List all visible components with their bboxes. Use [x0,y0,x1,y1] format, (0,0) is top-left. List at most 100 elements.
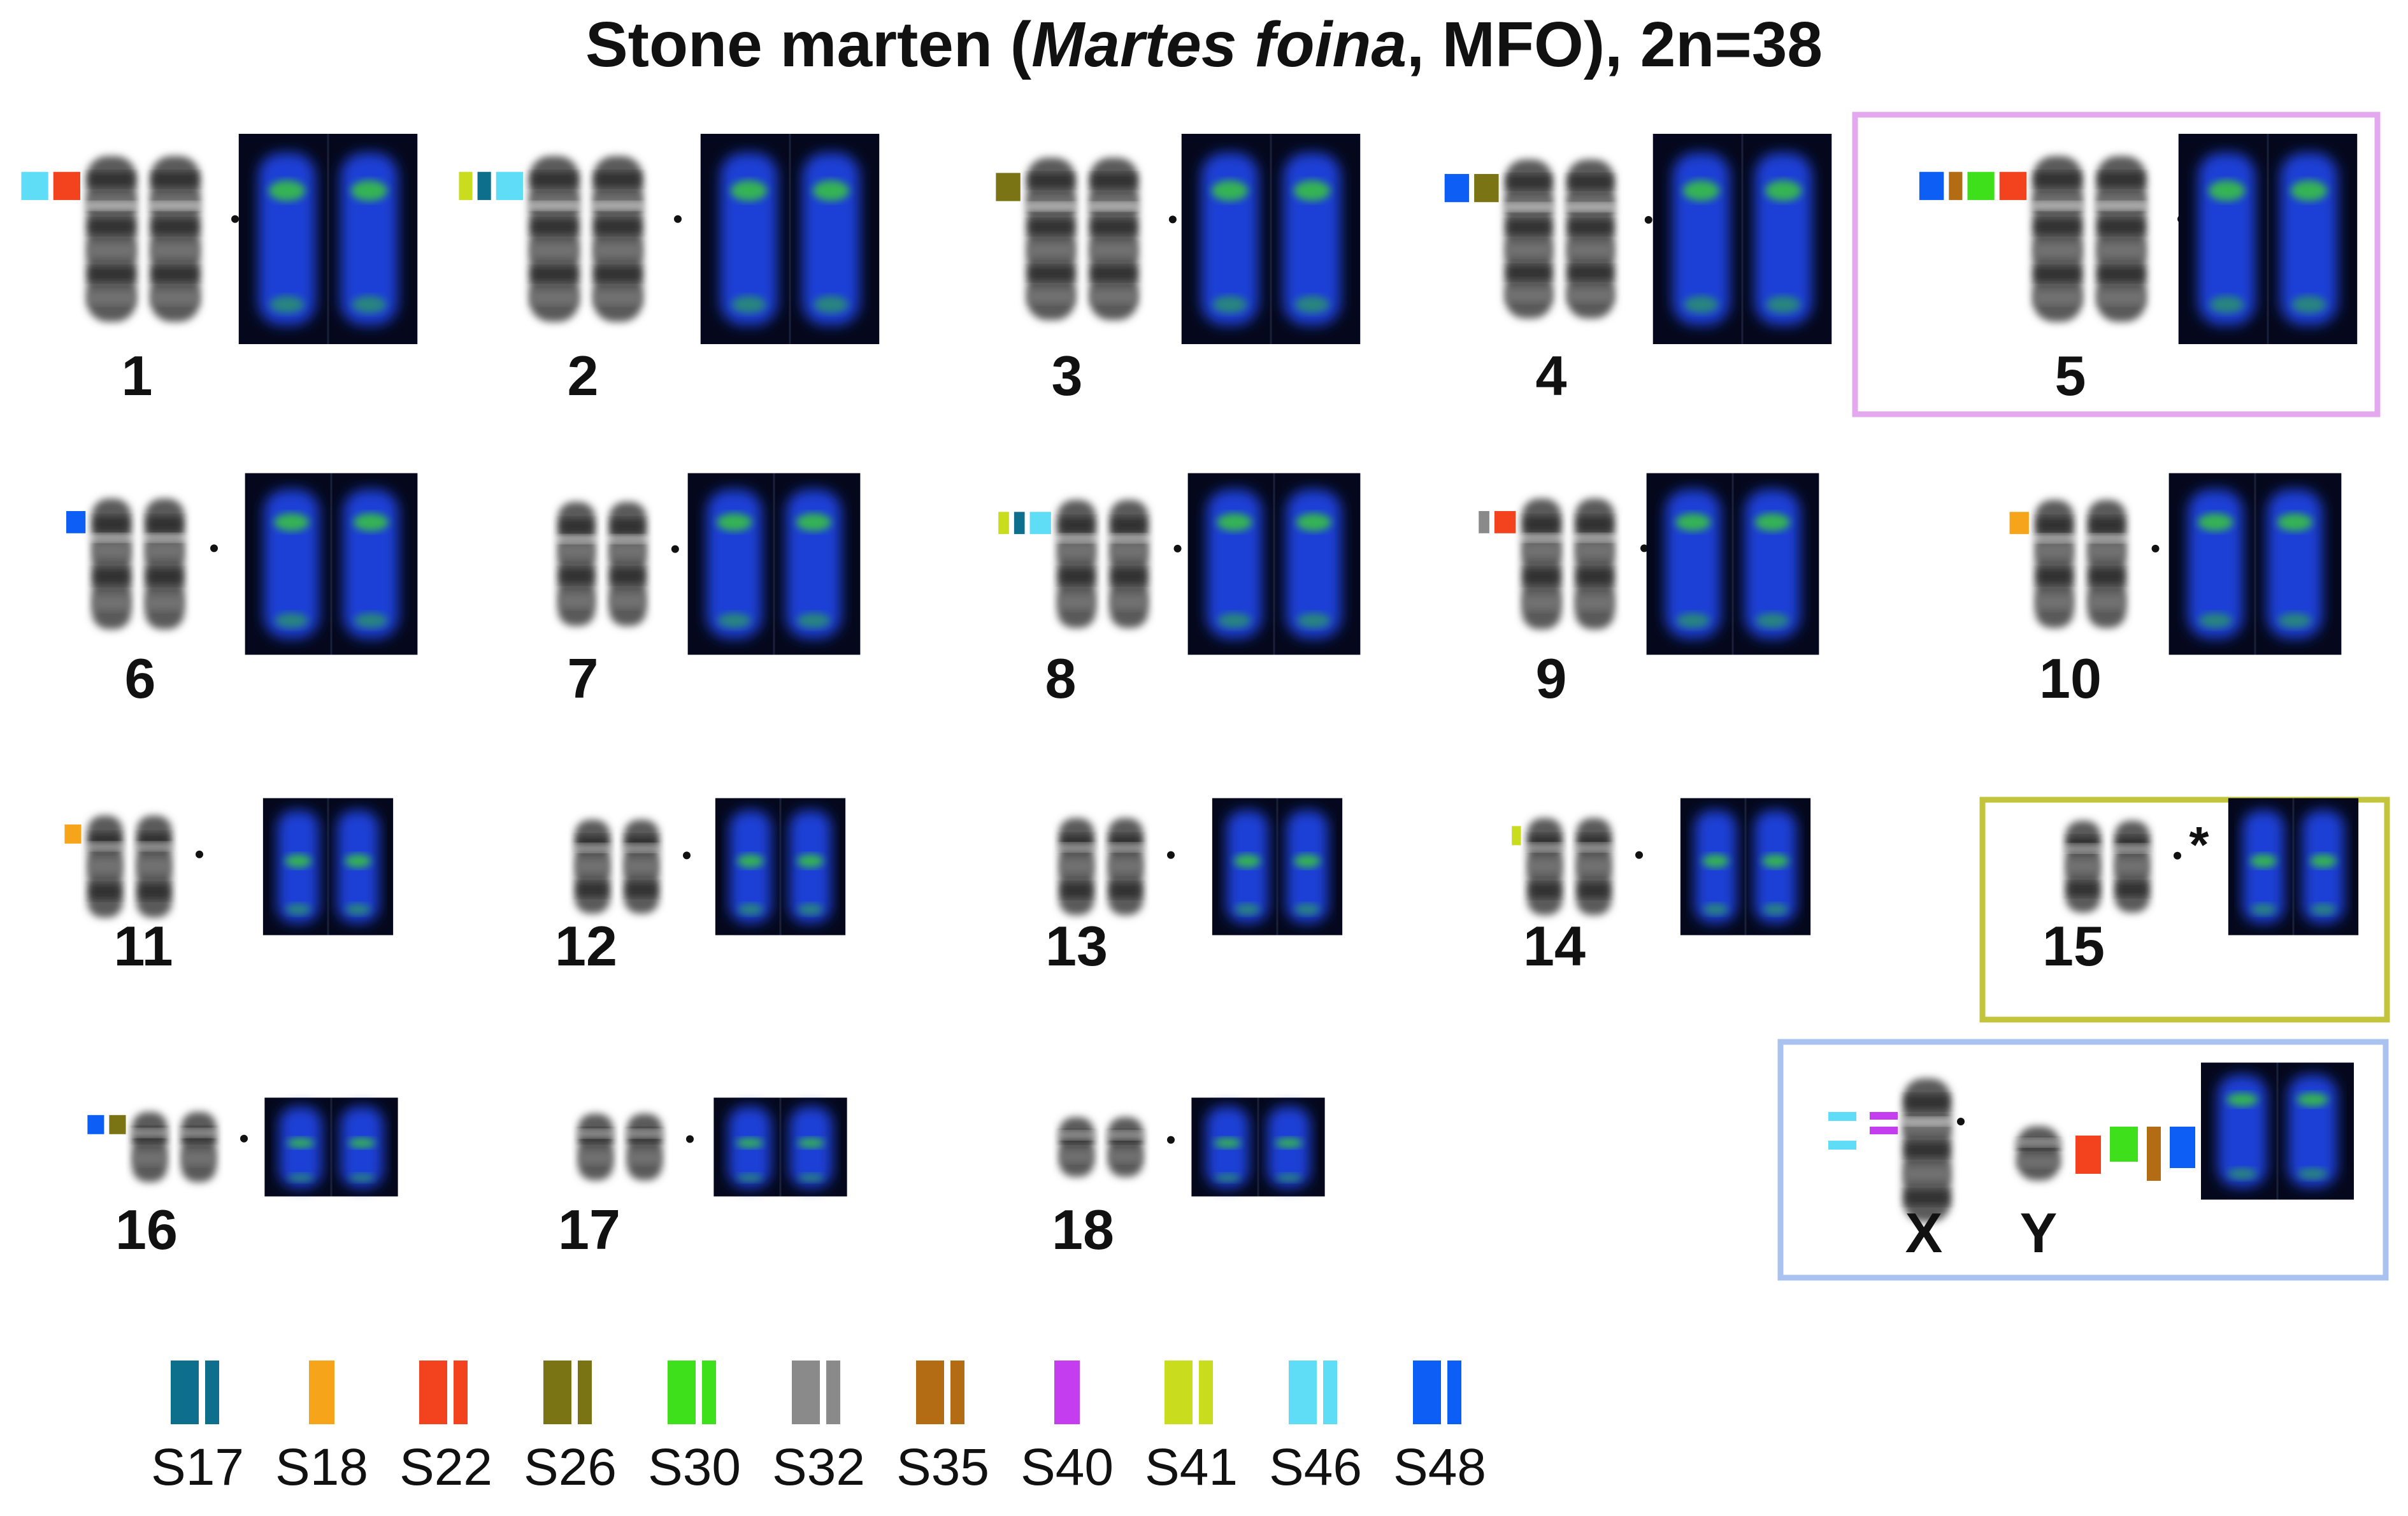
chromosome-16-marker-dot [240,1134,248,1143]
chromosome-13-homolog-b-band [1110,859,1142,874]
sex-chromosomes-fish-image-green-signal [2298,1168,2328,1180]
legend-s35-swatch [950,1361,964,1424]
chromosome-18-homolog-a-band [1061,1150,1093,1163]
legend-s26: S26 [524,1361,617,1496]
chromosome-7-homolog-b-band [611,568,645,584]
chromosome-7-label: 7 [568,647,599,710]
chromosome-2-homolog-a-centromere [527,202,582,210]
chromosome-3-fish-image-green-signal [1212,296,1247,314]
chromosome-4-homolog-a-centromere [1502,203,1556,212]
chromosome-4-fish-image-green-signal [1766,296,1801,314]
chromosome-4-homolog-b-band [1568,266,1613,280]
chromosome-9-homolog-b-band [1577,516,1613,532]
chromosome-6-homolog-a-band [94,568,129,584]
chromosome-13-fish-image-green-signal [1294,854,1321,868]
legend-s35-label: S35 [896,1438,989,1496]
chromosome-4-homolog-b-band [1568,175,1613,189]
chromosome-10-label: 10 [2039,647,2102,710]
chromosome-14-homolog-b-band [1578,859,1610,874]
chromosome-5-fish-image [2178,134,2358,344]
legend-s26-swatch [543,1361,571,1424]
chromosome-2-homolog-b-centromere [591,202,645,210]
legend-s40: S40 [1021,1361,1114,1496]
chromosome-2-fish-image-green-signal [731,296,766,314]
chromosome-8-homolog-a-band [1059,517,1094,533]
chromosome-10-homolog-a-band [2037,568,2072,584]
chromosome-8-fish-image-green-signal [1297,613,1331,628]
chromosome-10-homolog-a-band [2037,517,2072,533]
chromosome-6-homolog-a-band [94,516,129,532]
legend-s30: S30 [648,1361,741,1496]
chromosome-12-fish-image-green-signal [797,854,824,868]
chromosome-16-homolog-a-centromere [129,1129,170,1137]
chromosome-5-homolog-b-band [2098,243,2144,257]
sex-chromosomes-fish-image-green-signal [2227,1168,2257,1180]
chromosome-16-label: 16 [115,1198,178,1261]
chromosome-7-homolog-b-band [611,544,645,559]
chromosome-10-fish-image-green-signal [2278,613,2312,628]
figure-title: Stone marten (Martes foina, MFO), 2n=38 [0,0,2408,89]
chromosome-1-fish-image-green-signal [269,296,305,314]
chromosome-13-homolog-a [1056,818,1097,915]
chromosome-9-homolog-a [1519,498,1564,630]
chromosome-6-marker-dot [210,544,218,552]
chromosome-2-homolog-a [527,156,582,322]
chromosome-4-homolog-a-band [1507,289,1551,302]
legend-s17-label: S17 [151,1438,244,1496]
chromosome-14-homolog-b-band [1578,883,1610,898]
chromosome-8-homolog-a-band [1059,543,1094,558]
chromosome-3-homolog-b-band [1091,289,1136,304]
chromosome-7-homolog-a-band [559,519,594,534]
chromosome-6-homolog-b [142,498,187,630]
chromosome-1-homolog-b-band [152,243,198,257]
chromosome-2-homolog-b [591,156,645,322]
chromosome-5-highlight-box [1852,112,2381,417]
chromosome-5-homolog-b-band [2098,172,2144,187]
chromosome-16-fish-image-green-signal [348,1138,376,1148]
chromosome-10-homolog-a [2032,500,2077,628]
legend-s46: S46 [1269,1361,1362,1496]
chromosome-x-s40-bar [1870,1127,1898,1134]
chromosome-x-band [1905,1190,1949,1205]
chromosome-6-homolog-b-band [147,516,183,532]
chromosome-5-homolog-a-centromere [2030,202,2085,210]
chromosome-11-s18-bar [64,824,82,844]
chromosome-18-homolog-b-band [1110,1150,1142,1163]
chromosome-8-s17-bar [1014,512,1025,535]
chromosome-5-homolog-b [2094,156,2149,322]
legend-s30-swatch [668,1361,696,1424]
chromosome-14-fish-image [1680,798,1811,935]
chromosome-7-homolog-b-band [611,593,645,609]
legend-s32-swatch [826,1361,840,1424]
chromosome-9-homolog-b-centromere [1572,534,1617,542]
chromosome-3-homolog-a-centromere [1024,203,1079,211]
chromosome-16-homolog-b-centromere [178,1129,219,1137]
chromosome-2-homolog-a-band [531,219,577,234]
chromosome-8-homolog-a-centromere [1054,534,1099,542]
chromosome-3-homolog-b-band [1091,266,1136,280]
chromosome-9-homolog-a-band [1524,542,1559,558]
chromosome-11-fish-image-green-signal [345,854,371,868]
chromosome-10-homolog-b-centromere [2085,534,2129,542]
chromosome-14-label: 14 [1523,914,1586,978]
legend-s22-swatch [419,1361,447,1424]
legend-s17-swatch [205,1361,219,1424]
chromosome-4-homolog-a-band [1507,243,1551,257]
chromosome-4-homolog-b-band [1568,243,1613,257]
legend-s32: S32 [772,1361,865,1496]
chromosome-4-marker-dot [1644,216,1652,224]
chromosome-17-homolog-b-body [627,1113,663,1181]
chromosome-16-homolog-a-band [134,1151,166,1166]
chromosome-4-homolog-a [1502,159,1556,319]
chromosome-11-homolog-a-centromere [85,842,125,850]
chromosome-1-homolog-a-band [89,172,134,187]
chromosome-15-asterisk: * [2189,816,2209,873]
chromosome-17-label: 17 [558,1198,620,1261]
chromosome-2-homolog-a-band [531,243,577,257]
chromosome-4-fish-image-green-signal [1684,296,1719,314]
chromosome-17-homolog-a-band [580,1151,612,1165]
chromosome-12-fish-image [715,798,846,935]
chromosome-2-homolog-b-band [595,219,641,234]
chromosome-15-homolog-a [2063,821,2103,913]
chromosome-13-homolog-a-band [1061,883,1093,898]
